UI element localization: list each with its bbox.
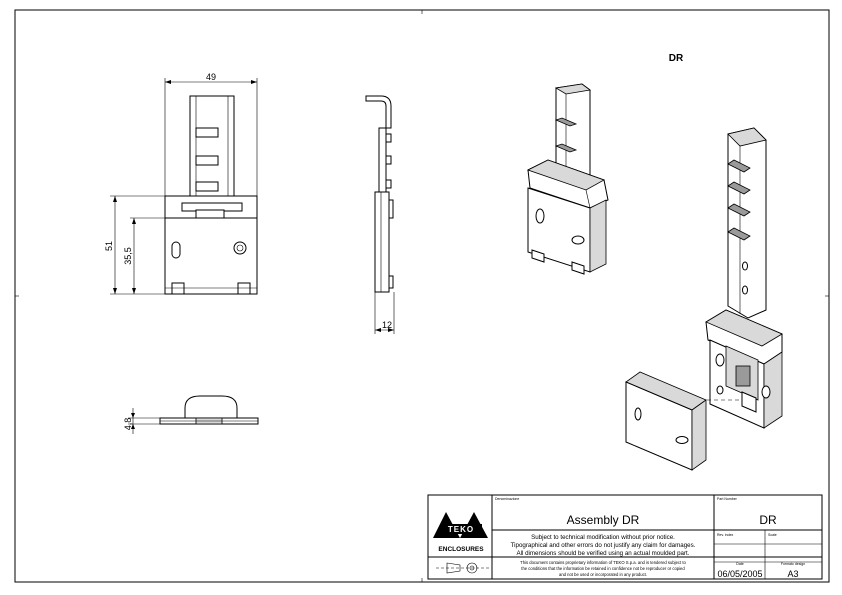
dimension-heights [110, 195, 165, 295]
denomination-value: Assembly DR [567, 513, 640, 527]
format-value: A3 [787, 569, 798, 579]
legal-line-1: This document contains proprietary infor… [520, 560, 686, 565]
iso-exploded-plate [625, 371, 707, 471]
dimension-width-top [164, 78, 258, 196]
dim-depth-side-label: 12 [382, 320, 392, 330]
iso-assembled [526, 83, 609, 275]
legal-line-2: the conditions that the information be r… [521, 566, 685, 571]
format-label: Formato design [781, 562, 805, 566]
part-number-label: Part Number [717, 497, 738, 501]
notice-line-3: All dimensions should be verified using … [516, 550, 689, 557]
front-view [164, 95, 258, 295]
brand-sub: ENCLOSURES [438, 546, 484, 553]
iso-exploded-clip [705, 309, 783, 429]
date-label: Date [736, 562, 743, 566]
projection-symbol-icon [436, 562, 490, 574]
part-number-value: DR [759, 513, 777, 527]
scale-label: Scale [768, 533, 777, 537]
dim-thickness-label: 4,8 [123, 418, 133, 431]
title-block [427, 494, 823, 580]
brand-name: TEKO [448, 525, 474, 534]
side-view [365, 95, 395, 334]
view-label: DR [669, 53, 684, 64]
legal-line-3: and not be used or incorporated in any p… [559, 572, 647, 577]
notice-line-2: Tipographical and other errors do not ju… [511, 542, 696, 549]
date-value: 06/05/2005 [717, 569, 762, 579]
dim-height-inner-label: 35,5 [123, 247, 133, 265]
notice-line-1: Subject to technical modification withou… [531, 534, 675, 541]
dim-width-top-label: 49 [206, 72, 216, 82]
denomination-label: Denominazione [495, 497, 519, 501]
teko-logo-icon [433, 512, 488, 538]
dim-height-total-label: 51 [104, 241, 114, 251]
bottom-view [128, 395, 259, 434]
rev-label: Rev. index [717, 533, 734, 537]
iso-exploded-rail [727, 127, 767, 319]
